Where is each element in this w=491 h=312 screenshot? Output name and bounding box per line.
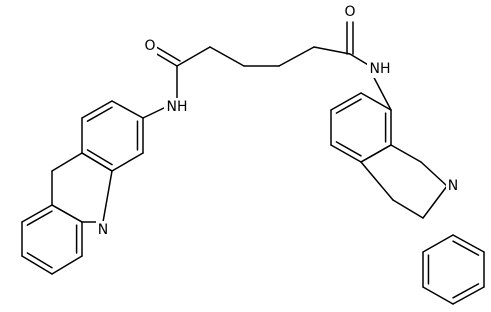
acridine-right-ring-a-double xyxy=(335,98,362,114)
acridine-left-ring-c xyxy=(51,204,83,223)
amide-nitrogen-left-text: NH xyxy=(167,99,188,115)
acridine-left-ring-a xyxy=(81,100,113,119)
acridine-left-ring-c-double xyxy=(26,210,53,226)
oxygen-right-label: O xyxy=(343,3,357,21)
acridine-right-ring-b-frame xyxy=(392,199,424,219)
acridine-left-ring-a xyxy=(111,100,144,119)
acridine-right-ring-c-double xyxy=(452,283,480,299)
acridine-right-ring-b-frame xyxy=(360,161,394,201)
atom-label-layer: O O NH NH N N xyxy=(96,3,460,239)
carbonyl-bond-left-second xyxy=(152,44,181,62)
acridine-right-ring-c xyxy=(422,234,454,253)
ring-nitrogen-left-text: N xyxy=(98,222,108,238)
amide-cn-bond-right xyxy=(349,53,371,67)
acridine-right-ring-a xyxy=(330,92,362,111)
amide-nitrogen-right-label: NH xyxy=(367,60,393,78)
amide-nitrogen-left-label: NH xyxy=(164,98,190,116)
ring-nitrogen-right-label: N xyxy=(446,177,460,195)
acridine-left-ring-c xyxy=(21,204,53,223)
oxygen-right-text: O xyxy=(344,4,355,20)
nh-ring-bond-left xyxy=(142,106,167,119)
chain-bond xyxy=(278,46,315,67)
oxygen-left-text: O xyxy=(144,38,155,54)
acridine-right-ring-b-frame xyxy=(422,185,448,219)
acridine-left-ring-c xyxy=(21,255,53,275)
acridine-right-ring-a xyxy=(330,144,362,163)
acridine-right-ring-c xyxy=(452,286,485,305)
acridine-right-ring-a xyxy=(360,92,392,111)
chain-bond xyxy=(176,46,211,67)
acridine-left-ring-a-double xyxy=(86,149,113,166)
acridine-left-ring-c xyxy=(51,255,83,275)
acridine-right-ring-b-frame xyxy=(420,161,448,187)
acridine-left-ring-b-frame xyxy=(102,170,113,223)
acridine-left-ring-a-double xyxy=(86,106,113,122)
acridine-right-ring-b-frame xyxy=(390,144,422,163)
acridine-right-ring-c xyxy=(452,234,485,253)
acridine-left-ring-b-frame xyxy=(81,152,113,172)
acridine-left-ring-c-double xyxy=(26,252,53,269)
ring-nitrogen-right-text: N xyxy=(448,178,458,194)
acridine-right-ring-a-double xyxy=(335,141,362,157)
amide-nitrogen-right-text: NH xyxy=(370,61,391,77)
oxygen-left-label: O xyxy=(143,37,157,55)
chain-bond xyxy=(209,46,245,67)
acridine-right-ring-b-frame xyxy=(360,144,392,163)
ring-nitrogen-left-label: N xyxy=(96,221,110,239)
bond-layer xyxy=(21,21,485,305)
acridine-right-ring-c-double xyxy=(452,240,480,256)
acridine-right-ring-c xyxy=(422,286,454,305)
acridine-left-ring-a xyxy=(111,152,144,172)
chain-bond xyxy=(313,46,351,55)
acridine-left-ring-b-frame xyxy=(51,152,83,172)
